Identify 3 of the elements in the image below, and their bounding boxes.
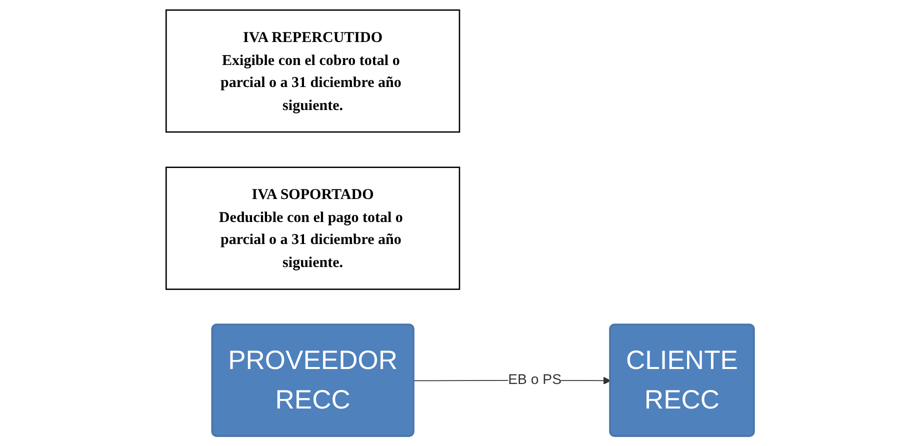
edge-label: EB o PS <box>508 372 562 388</box>
node-box: IVA SOPORTADO Deducible con el pago total o parcial o a 31 diciembre año siguiente. <box>165 166 460 290</box>
node-box: IVA REPERCUTIDO Exigible con el cobro total o parcial o a 31 diciembre año siguiente. <box>165 9 460 133</box>
